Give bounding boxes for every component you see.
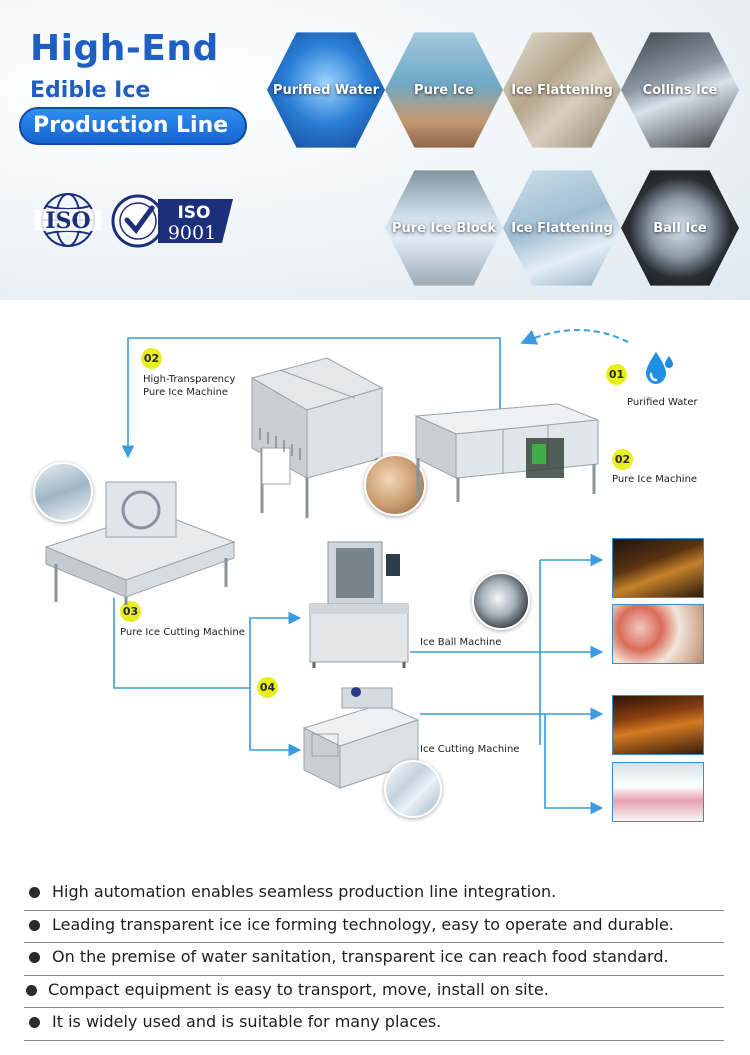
step-badge-03: 03 — [120, 601, 141, 622]
hex-tile-collins-ice: Collins Ice — [621, 32, 739, 148]
title-production-line-pill: Production Line — [19, 107, 247, 145]
hex-label: Pure Ice Block — [391, 220, 497, 236]
pure-ice-cutting-machine — [44, 481, 236, 605]
flow-line-to-ball — [249, 611, 302, 688]
step-label-pure-ice-machine: Pure Ice Machine — [612, 474, 698, 485]
hex-tile-ice-flattening: Ice Flattening — [503, 32, 621, 148]
ice-ball-closeup-photo — [472, 572, 530, 630]
dessert-ice-photo — [612, 604, 704, 664]
feature-item: It is widely used and is suitable for ma… — [24, 1008, 724, 1041]
iso9001-top-text: ISO — [177, 203, 210, 223]
bullet-dot-icon — [29, 952, 40, 963]
hex-label: Ice Flattening — [511, 82, 613, 98]
title-edible-ice: Edible Ice — [30, 78, 151, 103]
step-badge-02a: 02 — [141, 348, 162, 369]
flow-line-bottom-left — [113, 598, 250, 689]
feature-item: Compact equipment is easy to transport, … — [24, 976, 724, 1008]
feature-item: On the premise of water sanitation, tran… — [24, 943, 724, 976]
iso9001-bottom-text: 9001 — [168, 222, 216, 244]
bullet-dot-icon — [29, 1017, 40, 1028]
whiskey-ball-ice-photo — [612, 538, 704, 598]
hex-label: Collins Ice — [642, 82, 718, 98]
iso-text: ISO — [45, 208, 90, 234]
iso-9001-logo: ISO 9001 — [111, 194, 233, 248]
hex-tile-ball-ice: Ball Ice — [621, 170, 739, 286]
ice-ball-machine — [309, 541, 409, 668]
iso-logo: ISO — [35, 193, 101, 247]
hex-label: Purified Water — [272, 82, 380, 98]
ice-cutting-machine — [302, 687, 420, 789]
step-label-purified-water: Purified Water — [627, 397, 698, 408]
label-ice-cutting-machine: Ice Cutting Machine — [420, 744, 520, 755]
step-label-cutting-machine: Pure Ice Cutting Machine — [120, 627, 245, 638]
ice-cubes-closeup-photo — [384, 760, 442, 818]
feature-list: High automation enables seamless product… — [24, 878, 724, 1041]
flow-line-water — [520, 329, 629, 345]
bullet-dot-icon — [29, 919, 40, 931]
step-badge-04: 04 — [257, 677, 278, 698]
flow-line-top — [121, 337, 501, 459]
water-drop-icon — [646, 352, 673, 384]
bullet-dot-icon — [29, 887, 40, 898]
high-transparency-ice-machine — [250, 357, 384, 518]
cocktail-cube-ice-photo — [612, 695, 704, 755]
hex-label: Ice Flattening — [511, 220, 613, 236]
pure-ice-closeup-photo — [364, 454, 426, 516]
feature-item: High automation enables seamless product… — [24, 878, 724, 911]
step-badge-02b: 02 — [612, 449, 633, 470]
bullet-dot-icon — [26, 984, 37, 996]
header-background — [0, 0, 750, 300]
hex-tile-ice-flattening-2: Ice Flattening — [503, 170, 621, 286]
feature-item: Leading transparent ice ice forming tech… — [24, 911, 724, 943]
pure-ice-machine — [414, 403, 599, 502]
title-high-end: High-End — [30, 28, 219, 69]
step-badge-01: 01 — [606, 364, 627, 385]
flow-line-to-cutting — [249, 688, 302, 757]
collins-ice-glass-photo — [612, 762, 704, 822]
hex-label: Ball Ice — [653, 220, 707, 236]
label-ice-ball-machine: Ice Ball Machine — [420, 637, 502, 648]
hex-label: Pure Ice — [414, 82, 474, 98]
flow-diagram-lines — [113, 329, 629, 815]
ice-block-closeup-photo — [33, 462, 93, 522]
